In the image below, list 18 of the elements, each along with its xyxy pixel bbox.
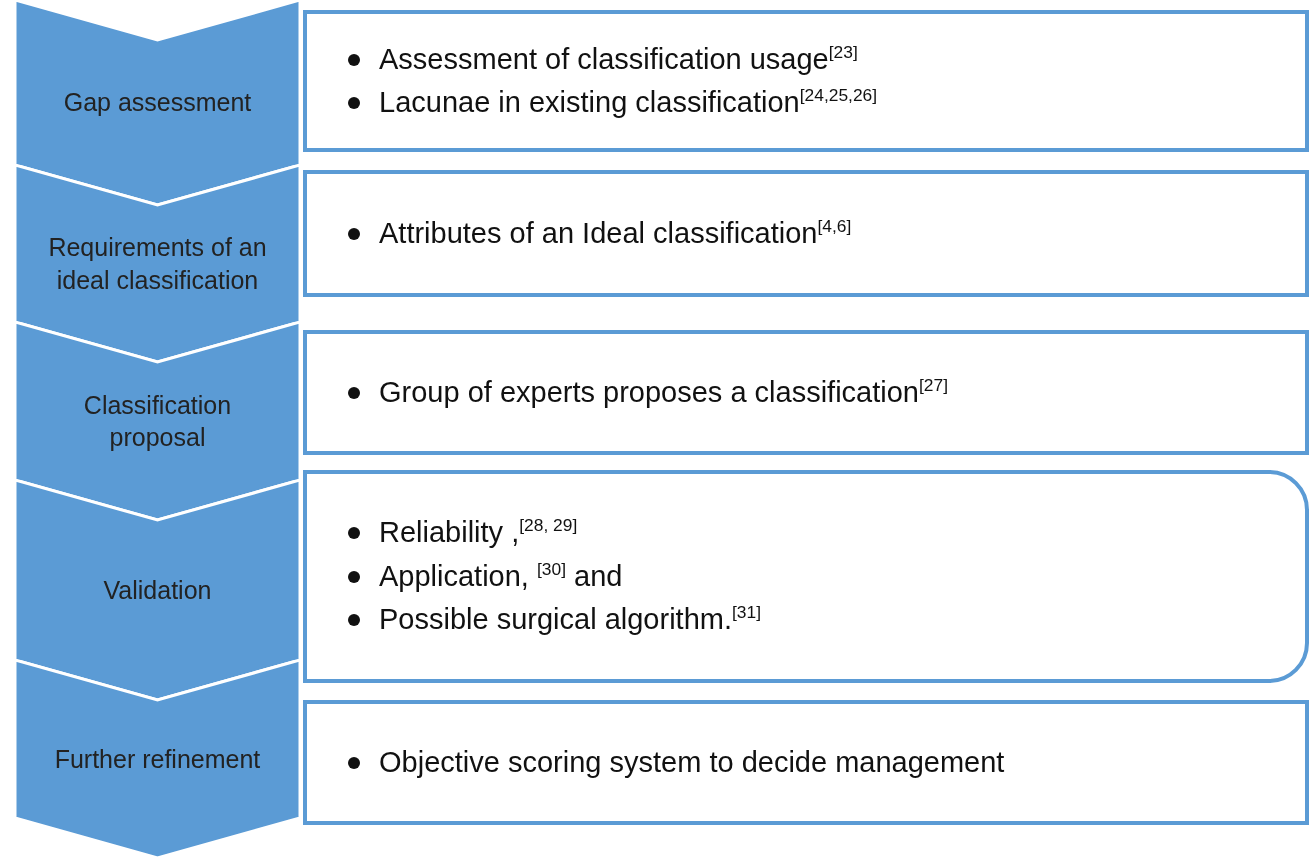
bullet-text: Assessment of classification usage$^{[23]}$ [379, 42, 858, 75]
description-box [303, 170, 1309, 297]
description-box [303, 470, 1309, 683]
step-label: Requirements of an ideal classification [47, 232, 268, 296]
bullet-text: Reliability ,$^{[28, 29]}$ [379, 516, 578, 549]
description-box [303, 330, 1309, 455]
bullet-text: Attributes of an Ideal classification$^{[4,6]}$ [379, 216, 852, 249]
description-box [303, 700, 1309, 825]
bullet-text: Objective scoring system to decide management [379, 745, 1005, 778]
bullet-text: Possible surgical algorithm.$^{[31]}$ [379, 603, 761, 636]
step-label: Gap assessment [62, 87, 253, 119]
bullet-text: Application, $^{[30]}$ and [379, 559, 623, 592]
bullet-text: Group of experts proposes a classification$^{[27]}$ [379, 375, 948, 408]
step-label: Validation [102, 574, 213, 606]
step-label: Classification proposal [82, 389, 233, 453]
bullet-text: Lacunae in existing classification$^{[24,25,26]}$ [379, 86, 878, 118]
description-box [303, 10, 1309, 152]
step-label: Further refinement [53, 743, 262, 775]
